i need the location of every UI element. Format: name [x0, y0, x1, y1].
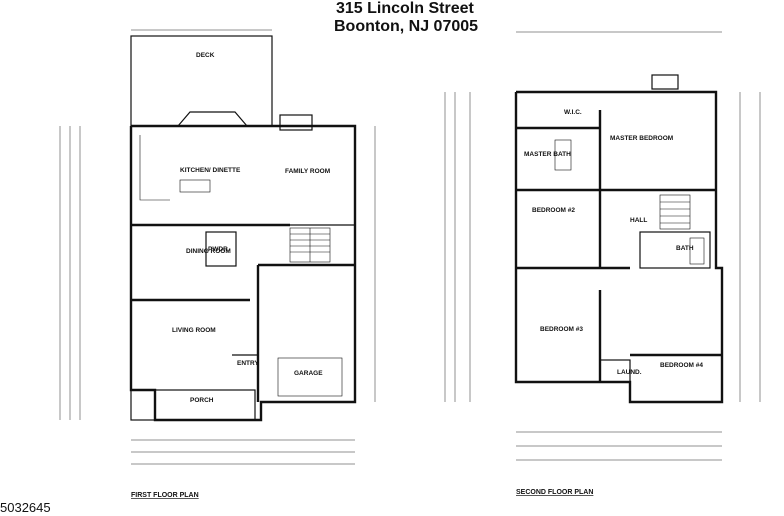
address-city: Boonton, NJ 07005 [334, 18, 479, 35]
bay-window [177, 111, 248, 127]
label-dining-room: DINING ROOM [186, 248, 231, 255]
kitchen-island [179, 179, 211, 193]
label-wic: W.I.C. [564, 109, 582, 116]
porch-outline [130, 389, 256, 421]
first-floor-stairs [289, 227, 331, 263]
hall-bath-tub [689, 237, 705, 265]
bath-wall [639, 231, 711, 269]
label-bedroom-2: BEDROOM #2 [532, 207, 575, 214]
label-deck: DECK [196, 52, 215, 59]
label-master-bedroom: MASTER BEDROOM [610, 135, 673, 142]
first-floor-plan: DECK KITCHEN/ DINETTE FAMILY ROOM DINING… [59, 29, 376, 499]
label-powder-room: PWDR. [208, 246, 230, 253]
label-bedroom-4: BEDROOM #4 [660, 362, 703, 369]
laundry-wall [599, 359, 631, 383]
label-living-room: LIVING ROOM [172, 327, 216, 334]
label-bedroom-3: BEDROOM #3 [540, 326, 583, 333]
listing-id: 5032645 [0, 500, 51, 515]
powder-room-wall [205, 231, 237, 267]
second-floor-plan: W.I.C. MASTER BEDROOM MASTER BATH BEDROO… [444, 31, 761, 496]
chimney [651, 74, 679, 90]
label-porch: PORCH [190, 397, 214, 404]
label-kitchen: KITCHEN/ DINETTE [180, 167, 241, 174]
garage-door-area [277, 357, 343, 397]
first-floor-title: FIRST FLOOR PLAN [131, 492, 199, 499]
label-garage: GARAGE [294, 370, 323, 377]
label-laundry: LAUND. [617, 369, 642, 376]
label-family-room: FAMILY ROOM [285, 168, 330, 175]
fireplace [279, 114, 313, 131]
kitchen-counter [139, 135, 170, 201]
second-floor-title: SECOND FLOOR PLAN [516, 489, 593, 496]
second-floor-exterior-wall [514, 90, 724, 404]
label-bath: BATH [676, 245, 694, 252]
master-bath-tub [554, 139, 572, 171]
address-street: 315 Lincoln Street [336, 0, 474, 17]
label-master-bath: MASTER BATH [524, 151, 571, 158]
label-entry: ENTRY [237, 360, 259, 367]
label-hall: HALL [630, 217, 647, 224]
second-floor-stairs [659, 194, 691, 230]
